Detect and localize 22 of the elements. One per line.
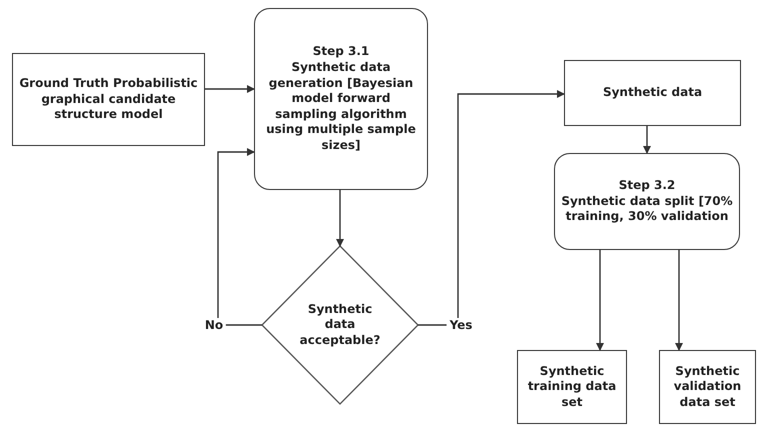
node-text: Synthetic validation data set (672, 364, 742, 410)
arrow (643, 126, 651, 154)
arrow (596, 250, 604, 351)
process-box (659, 350, 756, 424)
arrow (675, 250, 683, 351)
node-text: Synthetic data split [70% training, 30% validation (561, 194, 733, 225)
process-box (12, 53, 205, 146)
arrow (205, 85, 255, 93)
process-box (517, 350, 627, 424)
process-rounded-box (554, 153, 740, 250)
node-text: Synthetic data (602, 85, 702, 101)
arrow (336, 190, 344, 247)
node-text: Synthetic data generation [Bayesian model forward sampling algorithm using multiple sample sizes] (265, 60, 417, 154)
process-rounded-box (254, 8, 428, 190)
node-text: Ground Truth Probabilistic graphical candidate structure model (19, 76, 198, 123)
node-text: Synthetic training data set (526, 364, 618, 410)
step-heading: Step 3.1 (312, 44, 370, 60)
arrow (217, 148, 262, 326)
arrow (418, 90, 565, 326)
node-text: Synthetic data acceptable? (300, 302, 380, 348)
process-box (564, 60, 741, 126)
step-heading: Step 3.2 (618, 178, 676, 194)
